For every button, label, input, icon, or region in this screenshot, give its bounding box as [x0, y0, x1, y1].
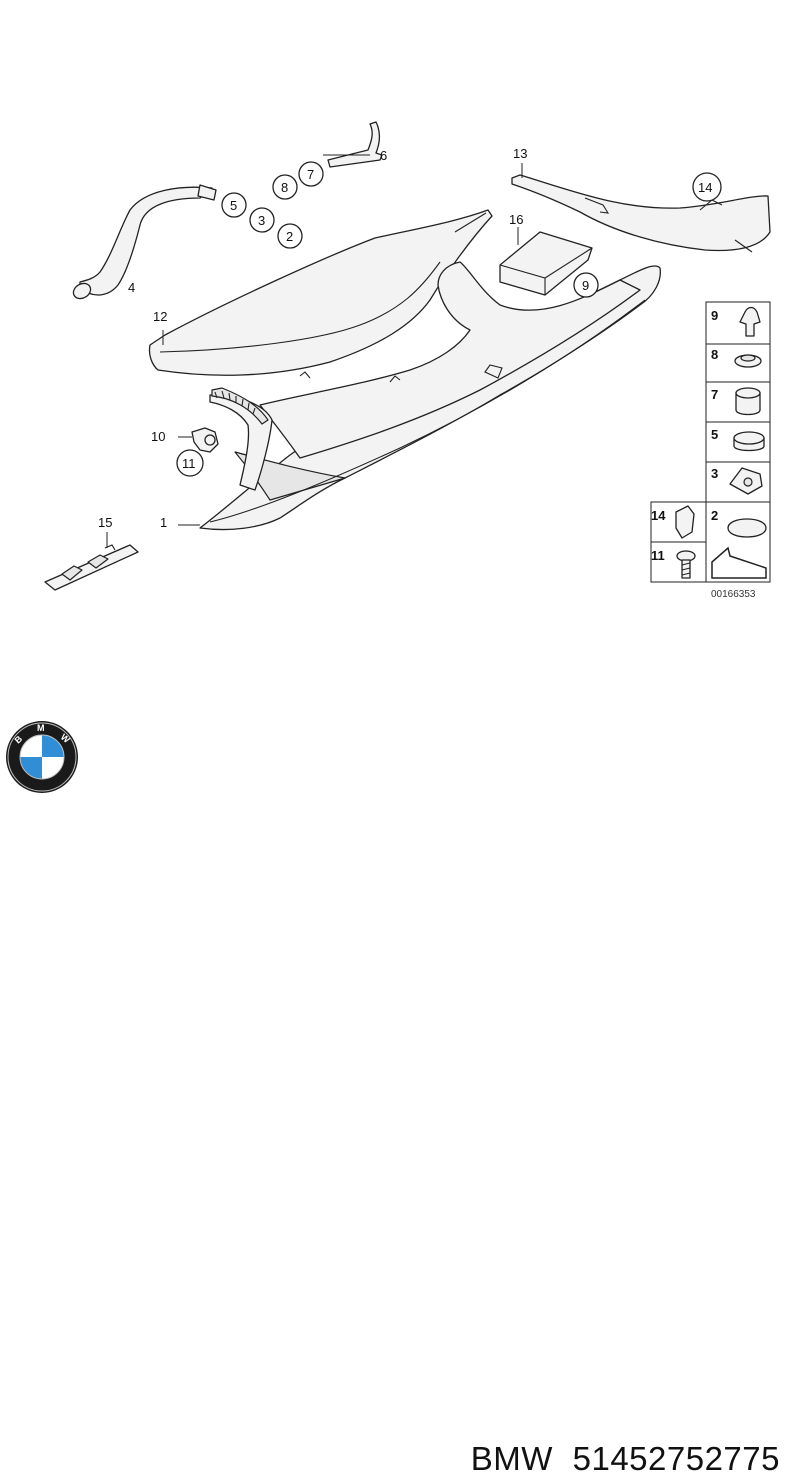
hose-part-4	[72, 184, 217, 300]
clip-9-icon	[739, 306, 761, 337]
caption-brand: BMW	[470, 1440, 553, 1477]
side-sill-part-1	[199, 261, 661, 531]
bmw-logo: B M W	[6, 721, 78, 793]
bracket-part-15	[44, 544, 139, 591]
clip-14-icon	[675, 505, 695, 539]
callout-12: 12	[153, 309, 167, 324]
legend-14: 14	[651, 508, 666, 523]
legend-3: 3	[711, 466, 718, 481]
callout-2-circle	[277, 223, 303, 249]
callout-3-circle	[249, 207, 275, 233]
caption-part-number: 51452752775	[572, 1440, 780, 1477]
callouts: 1 2 3 4 5 6 7 8 9 10 11 12 13 14 15 16	[98, 146, 722, 530]
callout-13: 13	[513, 146, 527, 161]
svg-text:B: B	[13, 733, 25, 745]
callout-3: 3	[258, 213, 265, 228]
callout-10: 10	[151, 429, 165, 444]
block-part-16	[499, 231, 593, 296]
legend-2: 2	[711, 508, 718, 523]
svg-text:M: M	[37, 723, 45, 733]
arrow-icon	[711, 546, 767, 579]
connector-part-10	[191, 427, 219, 453]
fastener-legend: 9 8 7 5 3 14 2 11 00166353	[650, 301, 771, 600]
parts-diagram: 1 2 3 4 5 6 7 8 9 10 11 12 13 14 15 16 9…	[44, 121, 771, 600]
callout-7: 7	[307, 167, 314, 182]
callout-5-circle	[221, 192, 247, 218]
callout-11: 11	[182, 456, 196, 471]
brand-row: B M W BMW 51452752775	[0, 700, 800, 1475]
callout-14: 14	[698, 180, 712, 195]
callout-9: 9	[582, 278, 589, 293]
callout-15: 15	[98, 515, 112, 530]
arch-flap	[209, 387, 273, 491]
callout-1: 1	[160, 515, 167, 530]
callout-2: 2	[286, 229, 293, 244]
callout-11-circle	[176, 449, 204, 477]
callout-8: 8	[281, 180, 288, 195]
leader-lines	[106, 154, 523, 548]
legend-8: 8	[711, 347, 718, 362]
legend-7: 7	[711, 387, 718, 402]
drawing-number: 00166353	[711, 589, 756, 600]
legend-5: 5	[711, 427, 718, 442]
part-caption: BMW 51452752775	[471, 1442, 780, 1475]
cap-2-icon	[727, 518, 767, 538]
callout-8-circle	[272, 174, 298, 200]
callout-9-circle	[573, 272, 599, 298]
rod-part-6	[327, 121, 383, 168]
callout-7-circle	[298, 161, 324, 187]
plug-7-icon	[735, 392, 761, 416]
callout-14-circle	[692, 172, 722, 202]
callout-5: 5	[230, 198, 237, 213]
callout-16: 16	[509, 212, 523, 227]
legend-11: 11	[651, 548, 665, 563]
callout-4: 4	[128, 280, 135, 295]
legend-9: 9	[711, 308, 718, 323]
callout-6: 6	[380, 148, 387, 163]
